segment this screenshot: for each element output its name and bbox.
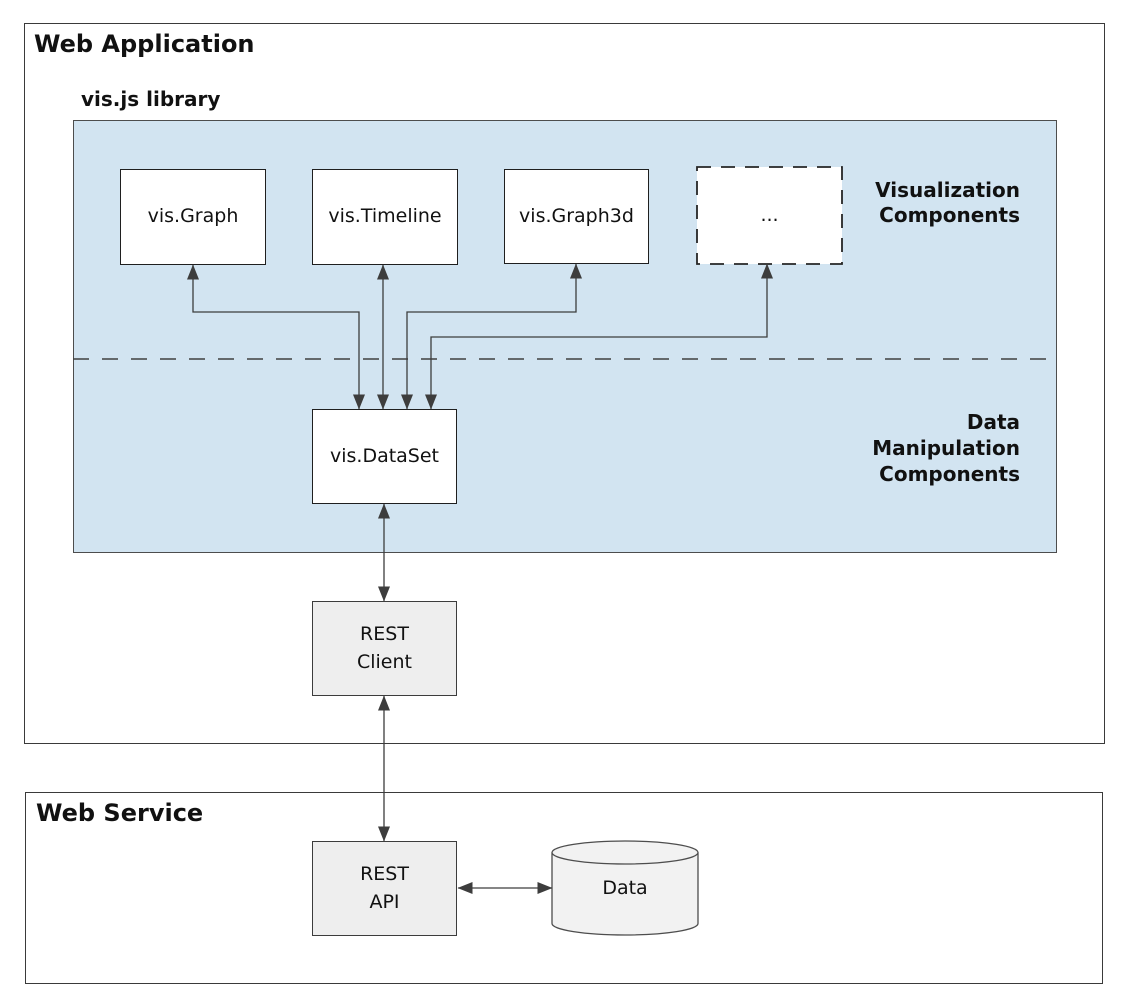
rest-client-line2: Client (356, 650, 412, 673)
node-rest-api-label: REST API (360, 861, 409, 916)
cylinder-body (551, 852, 699, 936)
label-visualization-line2: Components (879, 203, 1020, 227)
node-vis-graph: vis.Graph (120, 169, 266, 265)
label-visualization-components: Visualization Components (875, 178, 1020, 228)
rest-api-line1: REST (360, 862, 409, 885)
node-vis-dataset-label: vis.DataSet (329, 444, 440, 467)
label-data-manipulation-line2: Manipulation (872, 436, 1020, 460)
rest-api-line2: API (369, 890, 400, 913)
data-store-cylinder (551, 840, 699, 936)
web-application-title: Web Application (34, 30, 255, 58)
label-data-manipulation-components: Data Manipulation Components (872, 409, 1020, 487)
node-vis-timeline-label: vis.Timeline (328, 205, 442, 228)
web-application-group (24, 23, 1105, 744)
data-store-label: Data (602, 877, 648, 899)
web-service-group (25, 792, 1103, 984)
label-data-manipulation-line3: Components (879, 462, 1020, 486)
visjs-library-label: vis.js library (81, 87, 221, 111)
label-visualization-line1: Visualization (875, 178, 1020, 202)
node-rest-client: REST Client (312, 601, 457, 696)
web-service-title: Web Service (36, 799, 204, 827)
node-vis-timeline: vis.Timeline (312, 169, 458, 265)
node-more-components-label: ... (760, 203, 779, 226)
node-rest-api: REST API (312, 841, 457, 936)
cylinder-top (551, 840, 699, 865)
node-more-components: ... (697, 167, 842, 264)
node-vis-graph3d-label: vis.Graph3d (519, 204, 634, 227)
label-data-manipulation-line1: Data (966, 410, 1020, 434)
node-vis-dataset: vis.DataSet (312, 409, 457, 504)
node-vis-graph3d: vis.Graph3d (504, 169, 649, 264)
node-vis-graph-label: vis.Graph (147, 205, 239, 228)
node-rest-client-label: REST Client (357, 621, 412, 676)
rest-client-line1: REST (360, 622, 409, 645)
